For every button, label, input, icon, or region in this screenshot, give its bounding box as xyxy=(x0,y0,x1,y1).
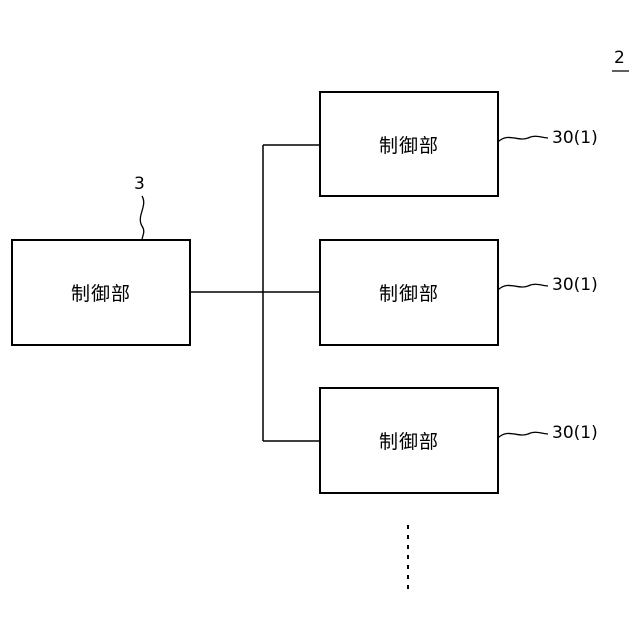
sub-controller-label-1: 制御部 xyxy=(379,131,439,158)
figure-number: 2 xyxy=(614,50,625,67)
continuation-dots xyxy=(407,525,409,589)
ref-leader-30-1-a xyxy=(498,136,548,142)
sub-controller-label-3: 制御部 xyxy=(379,427,439,454)
ref-leader-30-1-b xyxy=(498,284,548,290)
sub-controller-box-2: 制御部 xyxy=(319,239,499,346)
main-controller-label: 制御部 xyxy=(71,279,131,306)
main-controller-ref: 3 xyxy=(134,176,145,193)
sub-controller-ref-2: 30(1) xyxy=(552,277,598,294)
sub-controller-ref-3: 30(1) xyxy=(552,425,598,442)
ref-leader-30-1-c xyxy=(498,432,548,438)
ref-leader-3 xyxy=(140,196,144,240)
sub-controller-label-2: 制御部 xyxy=(379,279,439,306)
sub-controller-ref-1: 30(1) xyxy=(552,130,598,147)
sub-controller-box-3: 制御部 xyxy=(319,387,499,494)
main-controller-box: 制御部 xyxy=(11,239,191,346)
sub-controller-box-1: 制御部 xyxy=(319,91,499,197)
